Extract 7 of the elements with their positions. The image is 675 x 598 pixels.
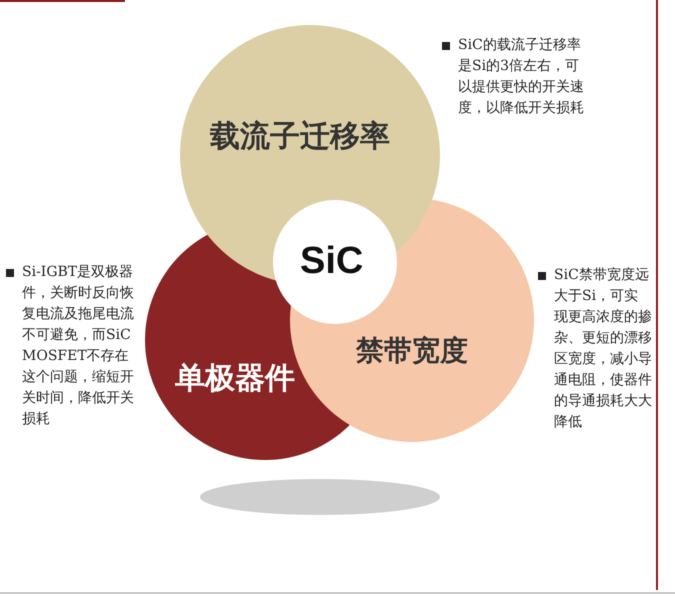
- note-text: SiC禁带宽度远大于Si，可实现更高浓度的掺杂、更短的漂移区宽度，减小导通电阻，使器件的导通损耗大大降低: [554, 266, 652, 432]
- note-text: SiC的载流子迁移率是Si的3倍左右，可以提供更快的开关速度，以降低开关损耗: [458, 36, 585, 118]
- node-label: SiC: [300, 240, 364, 283]
- node-label: 单极器件: [175, 358, 295, 399]
- note-text: Si-IGBT是双极器件，关断时反向恢复电流及拖尾电流不可避免，而SiC MOSFET不存在这个问题，缩短开关时间，降低开关损耗: [22, 263, 135, 429]
- node-label: 禁带宽度: [356, 332, 468, 370]
- node-label: 载流子迁移率: [210, 116, 390, 157]
